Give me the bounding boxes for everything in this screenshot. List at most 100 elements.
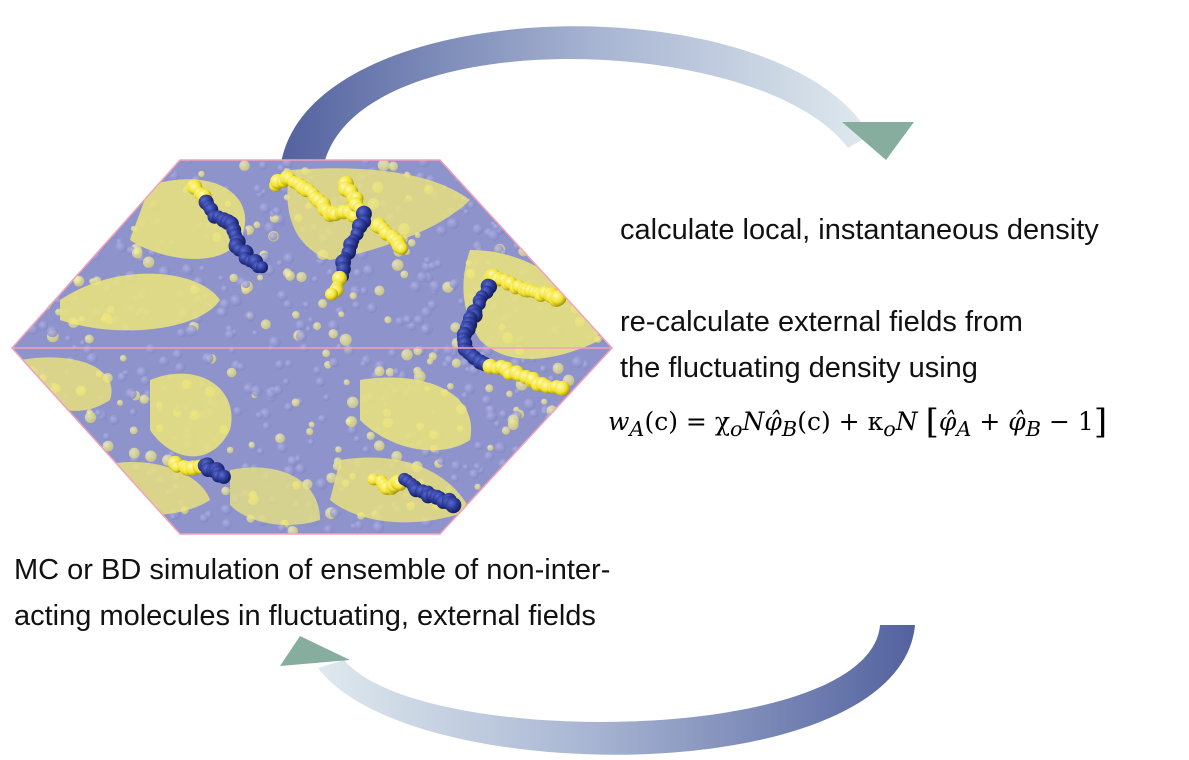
particle: [446, 217, 459, 230]
particle: [258, 161, 268, 170]
particle: [594, 404, 603, 413]
particle: [125, 388, 137, 400]
particle: [443, 345, 453, 356]
particle: [347, 396, 359, 408]
particle: [586, 262, 599, 275]
particle: [493, 520, 501, 528]
particle: [462, 464, 469, 471]
particle: [51, 521, 59, 529]
particle: [14, 462, 27, 475]
chain-bead-blue: [216, 469, 231, 484]
particle: [269, 210, 276, 217]
particle: [535, 229, 547, 242]
chain-bead-yellow: [554, 380, 571, 397]
particle: [119, 354, 127, 362]
particle: [25, 379, 34, 387]
particle: [428, 352, 437, 361]
particle: [305, 326, 312, 333]
particle: [22, 169, 32, 179]
particle: [94, 517, 102, 524]
particle: [472, 160, 485, 167]
particle: [571, 281, 578, 289]
particle: [128, 447, 140, 459]
particle: [473, 462, 481, 471]
particle: [250, 385, 263, 397]
particle: [542, 489, 551, 498]
particle: [600, 288, 606, 295]
particle: [345, 418, 353, 426]
particle: [82, 190, 89, 197]
eq-phi-b2-sub: B: [1025, 417, 1042, 441]
particle: [30, 184, 41, 195]
particle: [256, 447, 264, 455]
particle: [122, 176, 133, 188]
particle: [451, 358, 461, 368]
particle: [392, 368, 401, 376]
particle: [592, 309, 602, 319]
particle: [563, 216, 574, 228]
particle: [257, 274, 264, 281]
particle: [282, 378, 290, 386]
particle: [80, 231, 90, 241]
particle: [492, 184, 500, 192]
particle: [502, 218, 510, 225]
particle: [318, 299, 328, 308]
particle: [416, 271, 428, 283]
particle: [499, 410, 508, 419]
particle: [15, 282, 22, 289]
particle: [326, 472, 337, 483]
particle: [17, 366, 24, 373]
particle: [35, 385, 43, 394]
particle: [511, 445, 521, 455]
particle: [374, 285, 385, 296]
particle: [429, 280, 441, 292]
eq-lhs-arg: (c): [644, 407, 678, 436]
particle: [335, 446, 342, 453]
particle: [322, 349, 330, 358]
particle: [586, 184, 598, 196]
particle: [563, 526, 574, 534]
eq-phi-b-arg: (c): [797, 407, 831, 436]
particle: [586, 298, 596, 308]
particle: [73, 275, 85, 287]
particle: [602, 474, 609, 481]
particle: [119, 479, 126, 486]
particle: [63, 214, 71, 222]
particle: [142, 256, 155, 268]
particle: [276, 442, 288, 454]
particle: [469, 469, 480, 480]
particle: [47, 472, 60, 484]
particle: [23, 369, 33, 378]
particle: [242, 280, 250, 289]
simulation-snapshot: [10, 159, 614, 535]
eq-minus-one: − 1: [1041, 407, 1094, 436]
particle: [12, 497, 20, 506]
particle: [109, 482, 121, 494]
particle: [434, 259, 443, 268]
particle: [311, 275, 319, 283]
particle: [491, 495, 500, 504]
particle: [557, 428, 568, 439]
particle: [555, 495, 564, 504]
particle: [434, 449, 442, 456]
particle: [34, 252, 45, 263]
particle: [130, 517, 141, 528]
top-cycle-arrow: [280, 26, 914, 175]
particle: [474, 441, 483, 451]
particle: [92, 528, 101, 534]
particle: [526, 208, 538, 219]
top-arrowhead: [842, 122, 914, 160]
particle: [220, 285, 229, 293]
particle: [29, 312, 38, 321]
particle: [317, 414, 327, 424]
particle: [601, 248, 612, 260]
particle: [502, 517, 511, 526]
particle: [561, 507, 570, 515]
particle: [360, 287, 369, 296]
eq-phi-a-sub: A: [956, 417, 972, 441]
eq-phi-a: φ̂: [938, 407, 957, 436]
particle: [329, 357, 340, 368]
particle: [117, 399, 123, 406]
particle: [41, 438, 50, 447]
particle: [110, 185, 119, 193]
